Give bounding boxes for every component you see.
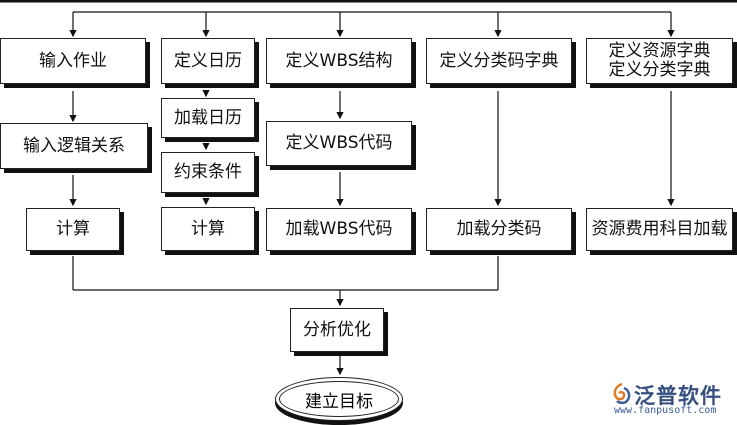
node-analyze-optimize: 分析优化 — [290, 308, 384, 352]
node-load-class-code: 加载分类码 — [426, 208, 572, 251]
node-load-calendar: 加载日历 — [161, 98, 255, 138]
node-define-class-code-dict: 定义分类码字典 — [426, 38, 572, 84]
node-define-wbs-structure: 定义WBS结构 — [266, 38, 412, 84]
logo-brand-text: 泛普软件 — [634, 384, 722, 408]
node-build-target: 建立目标 — [275, 377, 403, 421]
node-calc-2: 计算 — [161, 207, 255, 251]
node-define-wbs-code: 定义WBS代码 — [266, 121, 412, 166]
node-constraints: 约束条件 — [161, 152, 255, 193]
node-input-job: 输入作业 — [0, 38, 146, 84]
node-define-resource-dict: 定义资源字典 定义分类字典 — [586, 38, 733, 84]
node-input-logic: 输入逻辑关系 — [0, 123, 148, 169]
logo-url-text: www.fanpusoft.com — [614, 405, 717, 416]
node-calc-1: 计算 — [26, 208, 120, 251]
node-load-resource-cost: 资源费用科目加载 — [586, 208, 733, 251]
brand-logo: 泛普软件 www.fanpusoft.com — [608, 380, 733, 420]
node-define-calendar: 定义日历 — [161, 38, 255, 84]
logo-swirl-icon — [613, 382, 631, 405]
node-load-wbs-code: 加载WBS代码 — [266, 208, 412, 251]
